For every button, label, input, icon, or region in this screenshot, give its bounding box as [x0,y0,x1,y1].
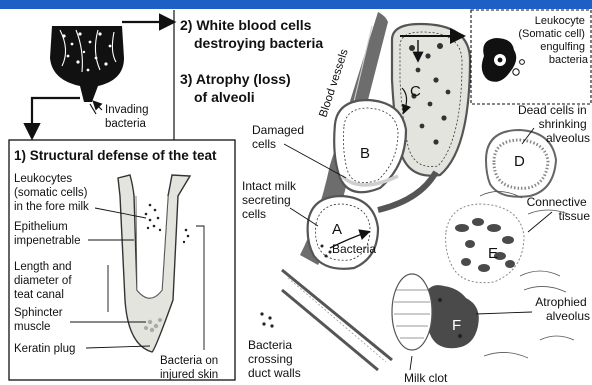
alveolus-d-letter: D [514,153,525,170]
damaged-cells-label: Damaged cells [252,123,307,151]
intact-cells-label: Intact milk secreting cells [242,179,299,221]
alveolus-e-letter: E [488,245,498,262]
alveolus-a-letter: A [332,221,342,238]
alveolus-e [446,204,524,283]
alveolus-b [334,100,406,192]
milk-clot [392,274,432,350]
heading-atrophy: 3) Atrophy (loss) of alveoli [180,71,295,105]
alveolus-f-letter: F [452,317,461,334]
leader-milk-clot [410,356,412,370]
udder-icon [50,26,124,102]
leader-connective [528,212,552,232]
heading-structural-defense: 1) Structural defense of the teat [14,148,217,163]
connector-to-heading-1 [32,98,80,136]
connective-tissue-label: Connective tissue [527,195,591,223]
top-banner [0,0,592,9]
lower-duct [282,270,392,370]
keratin-plug-label: Keratin plug [14,343,75,355]
bacteria-label: Bacteria [332,242,376,256]
milk-clot-label: Milk clot [404,371,448,385]
heading-white-blood-cells: 2) White blood cells destroying bacteria [180,17,323,51]
leader-atrophied [476,312,532,314]
alveolus-c-letter: C [410,83,421,100]
bacteria-entry-arrows [90,102,102,114]
invading-bacteria-label: Invading bacteria [105,104,152,130]
atrophied-alveolus-label: Atrophied alveolus [535,295,590,323]
alveolus-b-letter: B [360,145,370,162]
crossing-bacteria-dots [260,312,273,327]
bacteria-crossing-label: Bacteria crossing duct walls [248,338,301,380]
